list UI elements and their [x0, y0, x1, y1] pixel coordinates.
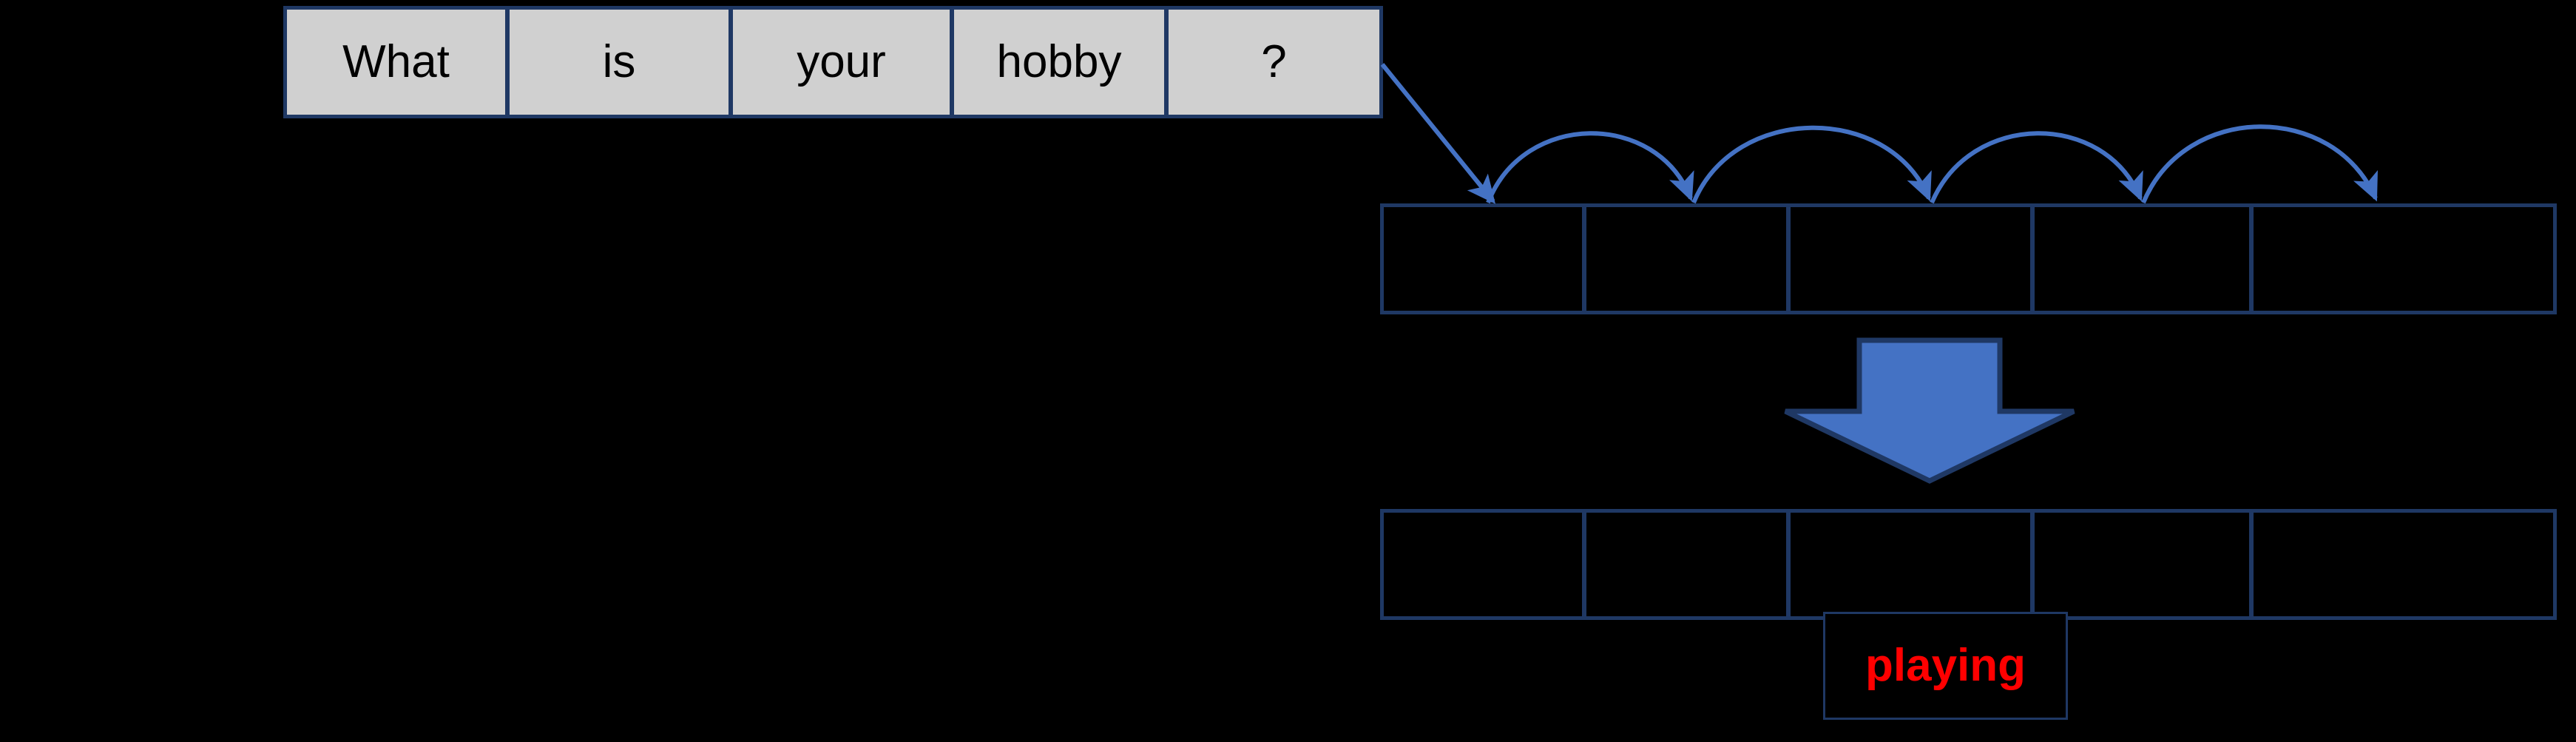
source-token-label-0: What	[342, 36, 450, 87]
predicted-token-cell[interactable]: playing	[1823, 612, 2068, 720]
hop-arc-2	[1691, 125, 1932, 204]
decoder-cell-4[interactable]	[2251, 510, 2555, 618]
source-token-label-1: is	[602, 36, 636, 87]
source-token-label-2: your	[797, 36, 886, 87]
encoder-cell-0[interactable]	[1382, 205, 1584, 313]
decoder-cell-1[interactable]	[1584, 510, 1788, 618]
source-token-cell-2[interactable]: your	[731, 7, 952, 117]
encoder-cell-3[interactable]	[2032, 205, 2251, 313]
decoder-cell-3[interactable]	[2032, 510, 2251, 618]
source-token-cell-1[interactable]: is	[507, 7, 731, 117]
feed-arrow	[1380, 63, 1496, 204]
source-token-cell-0[interactable]: What	[285, 7, 507, 117]
source-token-cell-4[interactable]: ?	[1166, 7, 1382, 117]
encoder-cell-2[interactable]	[1788, 205, 2032, 313]
hop-arc-4	[2141, 124, 2378, 204]
source-token-label-4: ?	[1261, 36, 1287, 87]
encoder-cell-4[interactable]	[2251, 205, 2555, 313]
source-token-label-3: hobby	[996, 36, 1122, 87]
hop-arc-1	[1486, 131, 1694, 204]
hop-arc-3	[1930, 131, 2143, 204]
encoder-cell-1[interactable]	[1584, 205, 1788, 313]
decoder-cell-2[interactable]	[1788, 510, 2032, 618]
block-down-arrow[interactable]	[1784, 337, 2075, 484]
predicted-token-label: playing	[1865, 640, 2026, 691]
source-token-cell-3[interactable]: hobby	[952, 7, 1166, 117]
decoder-cell-0[interactable]	[1382, 510, 1584, 618]
